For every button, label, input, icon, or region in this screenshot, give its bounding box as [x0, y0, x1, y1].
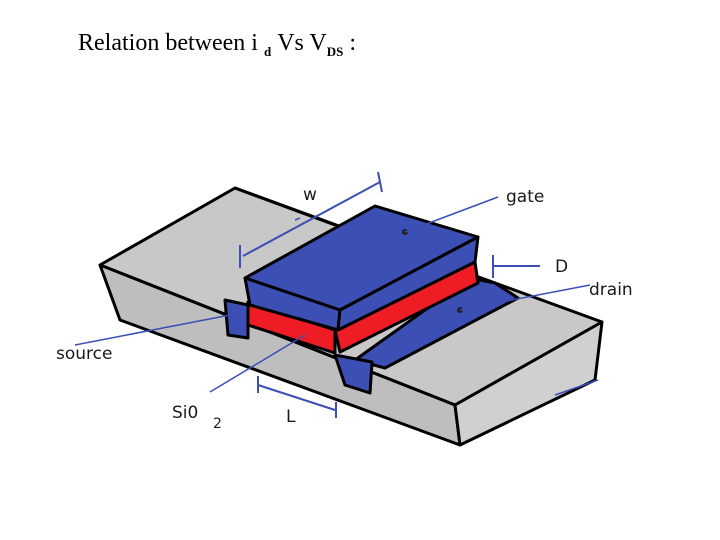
drain-contact-front — [333, 353, 374, 395]
label-source: source — [56, 344, 112, 364]
title-mid: Vs V — [277, 30, 327, 56]
label-drain: drain — [589, 280, 633, 300]
title-main: Relation between i — [78, 30, 258, 56]
label-l: L — [286, 407, 296, 427]
label-d: D — [555, 257, 568, 277]
d-marker — [492, 255, 540, 278]
leader-lines — [74, 196, 599, 396]
w-dimension — [239, 171, 383, 268]
label-w: w — [303, 185, 317, 205]
source-contact-front — [223, 298, 250, 340]
gate-right — [336, 235, 480, 332]
l-dimension — [257, 376, 337, 418]
substrate-right — [453, 320, 604, 447]
page-title: Relation between i d Vs VDS: — [78, 30, 356, 60]
drain-contact-top — [353, 276, 520, 370]
label-sio: Si0 — [172, 403, 198, 423]
label-gate: gate — [506, 187, 544, 207]
title-sub-d: d — [263, 43, 272, 59]
title-colon: : — [349, 30, 357, 56]
label-sio-sub: 2 — [213, 416, 222, 432]
title-sub-ds: DS — [326, 43, 344, 59]
